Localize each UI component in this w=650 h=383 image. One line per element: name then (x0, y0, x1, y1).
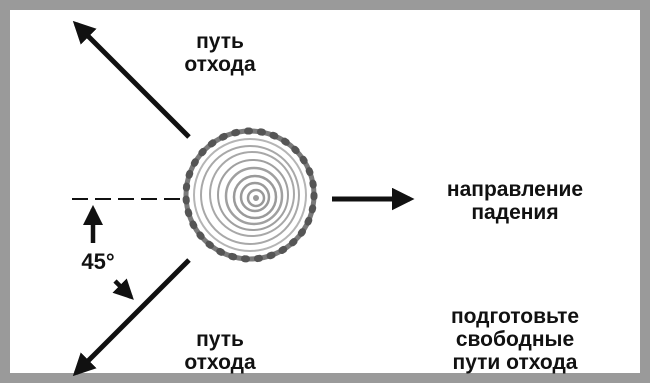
escape-arrow-bottom (72, 258, 191, 377)
escape-path-bottom-label: путь отхода (184, 328, 256, 374)
escape-path-top-label: путь отхода (184, 30, 256, 76)
prepare-escape-routes-label: подготовьте свободные пути отхода (450, 305, 580, 374)
angle-label: 45° (81, 249, 115, 274)
angle-arrow-diagonal (112, 278, 134, 300)
fall-direction-label: направление падения (446, 178, 584, 224)
tree-stump-icon (182, 127, 318, 263)
escape-arrow-top (72, 20, 191, 139)
